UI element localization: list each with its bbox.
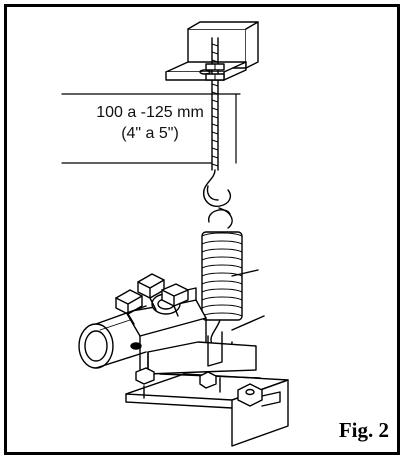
clamp-bolts: [115, 273, 189, 325]
measurement-imperial: (4" a 5"): [121, 125, 179, 142]
hook: [203, 169, 232, 207]
horizontal-pipe: [78, 305, 147, 369]
reference-lines: [231, 269, 265, 331]
dimension-lines: [61, 93, 241, 164]
base-nuts: [135, 367, 281, 407]
measurement-metric: 100 a -125 mm: [96, 104, 204, 121]
figure-caption: Fig. 2: [338, 418, 389, 442]
dimension-label: 100 a -125 mm (4" a 5"): [70, 102, 230, 144]
coil-spring: [201, 207, 243, 353]
rod-nuts: [205, 63, 225, 81]
pipe-strap: [147, 331, 257, 375]
threaded-rod: [211, 37, 219, 171]
